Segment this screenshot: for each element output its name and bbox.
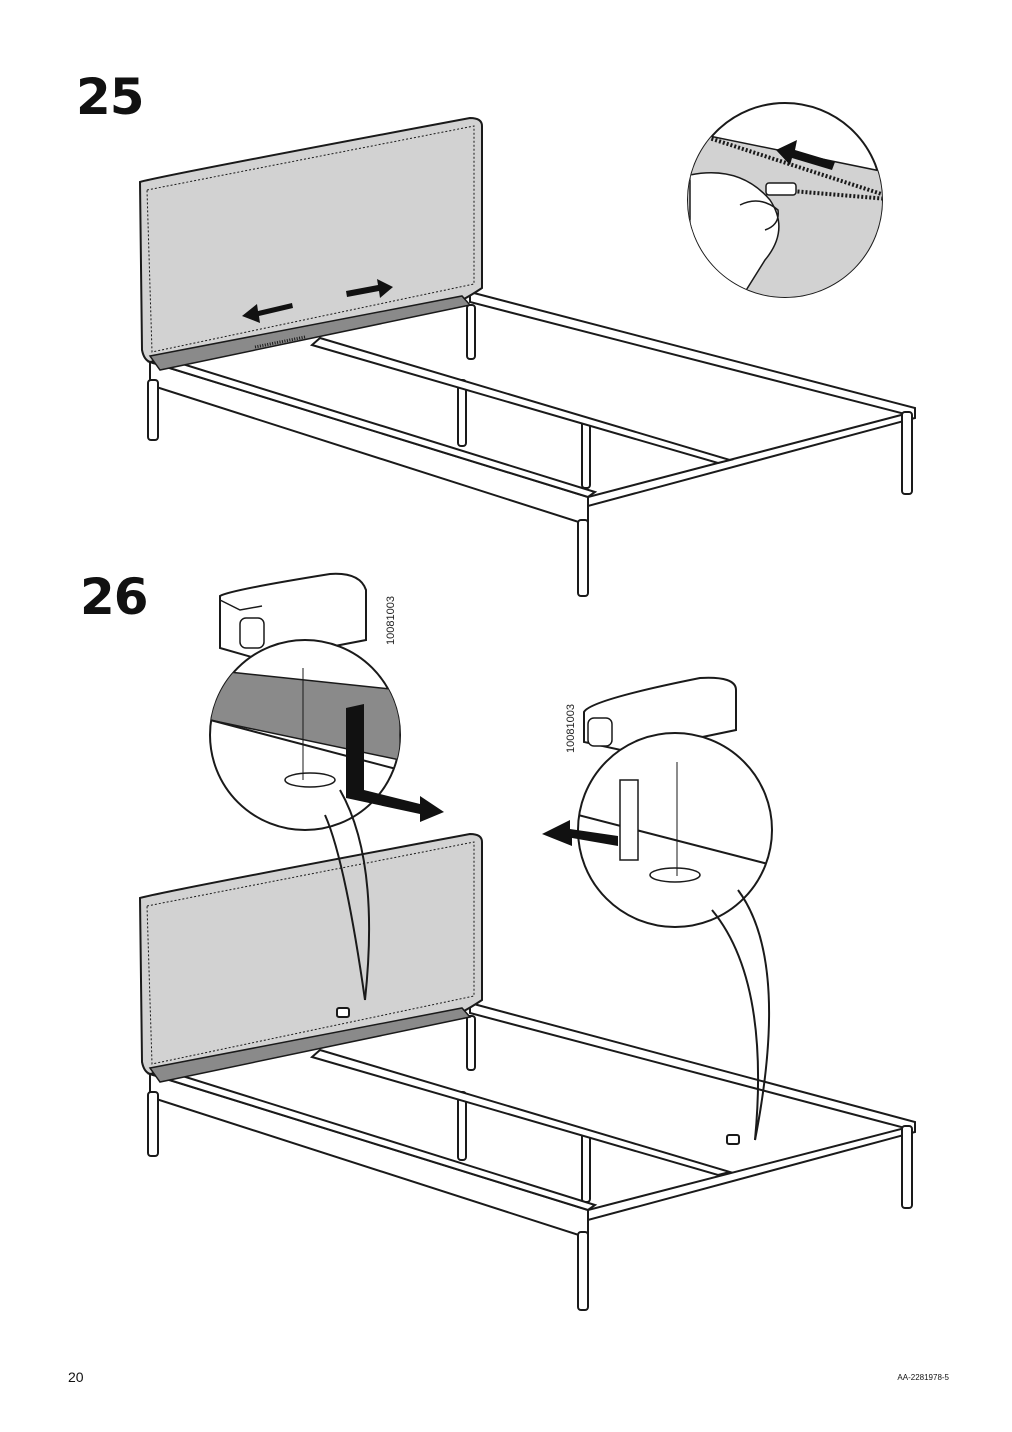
step-number-25: 25 — [76, 68, 145, 126]
page-number: 20 — [68, 1369, 84, 1385]
document-id: AA-2281978-5 — [897, 1373, 949, 1382]
step-number-26: 26 — [80, 568, 149, 626]
part-number-right: 10081003 — [565, 704, 577, 753]
right-clip-detail — [542, 676, 773, 1141]
bed-frame-step25 — [138, 116, 916, 597]
bed-frame-step26 — [138, 832, 916, 1311]
left-clip-detail — [209, 572, 444, 1001]
zipper-detail-circle — [687, 102, 883, 298]
part-number-left: 10081003 — [385, 596, 397, 645]
pull-direction-arrows — [242, 279, 393, 323]
